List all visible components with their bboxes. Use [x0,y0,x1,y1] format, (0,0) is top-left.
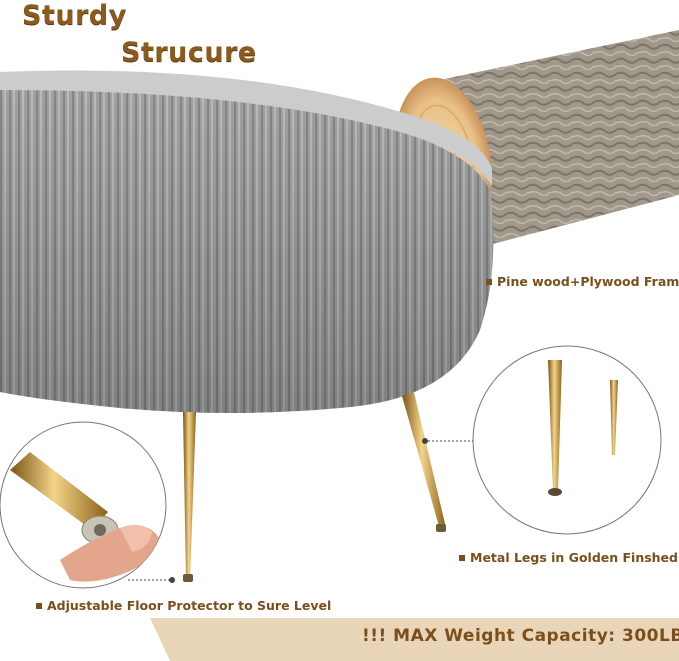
chair-leg-back [402,392,446,530]
capacity-banner-background [150,618,679,661]
callout-frame-text: Pine wood+Plywood Frame [497,274,679,289]
bullet-marker-icon [486,278,492,285]
headline-line-1: Sturdy [22,0,127,31]
bullet-marker-icon [459,554,465,561]
floor-protector-detail-circle [0,421,175,589]
callout-floor-protector: Adjustable Floor Protector to Sure Level [36,598,331,613]
chair-leg-front [183,412,196,580]
headline-line-2: Strucure [121,37,257,68]
bullet-marker-icon [36,602,42,609]
callout-legs: Metal Legs in Golden Finshed [459,550,678,565]
max-weight-capacity-text: !!! MAX Weight Capacity: 300LB [362,626,679,646]
legs-detail-circle [422,345,662,535]
callout-legs-text: Metal Legs in Golden Finshed [470,550,678,565]
callout-frame: Pine wood+Plywood Frame [486,274,679,289]
callout-floor-protector-text: Adjustable Floor Protector to Sure Level [47,598,332,613]
chair-back-view [0,70,494,582]
